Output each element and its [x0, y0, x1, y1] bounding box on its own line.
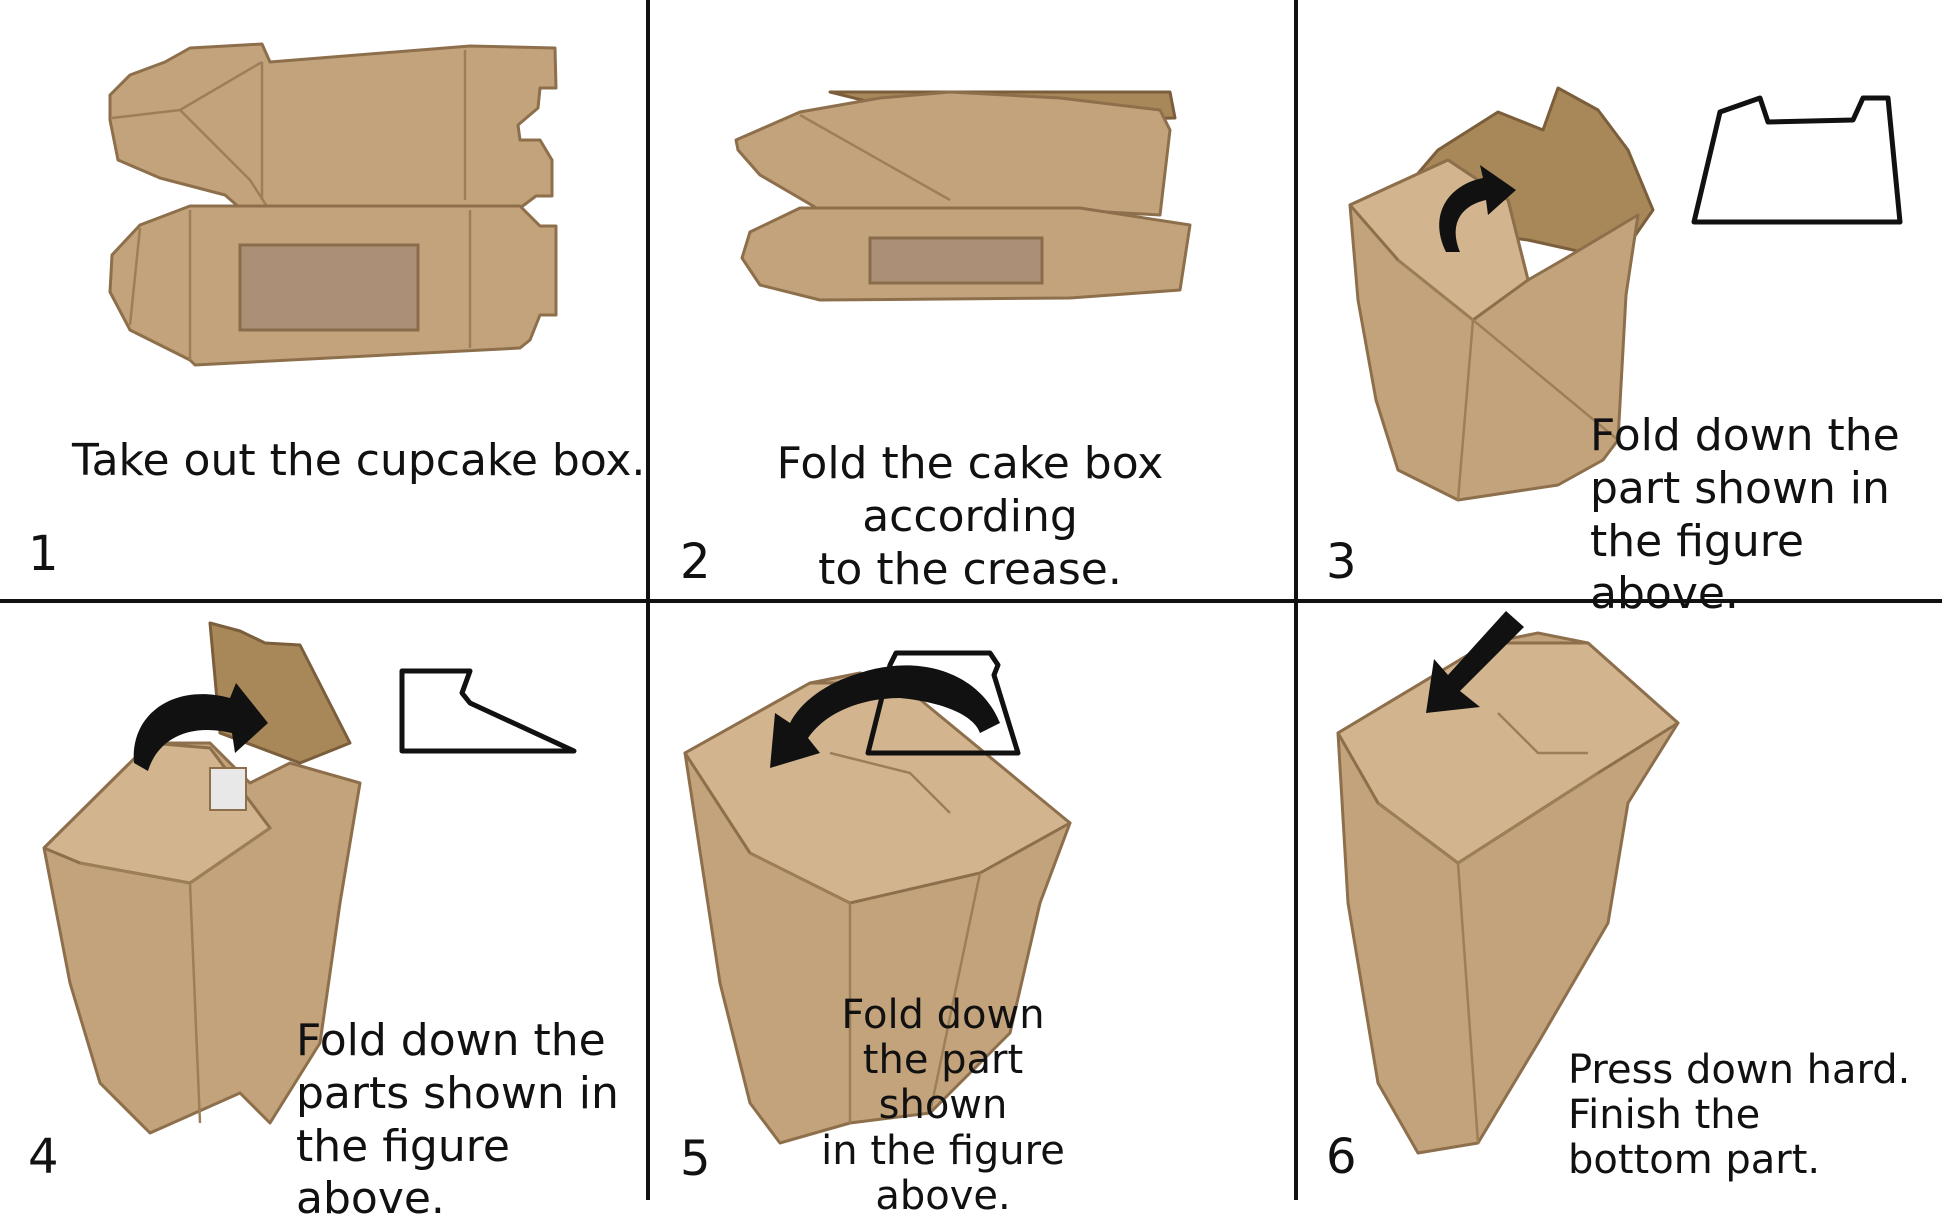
instruction-grid	[0, 0, 1942, 1200]
flat-box-illustration	[108, 42, 558, 367]
box-step-3-illustration	[1348, 86, 1655, 502]
step-number-1: 1	[28, 526, 59, 582]
step-panel-4: Fold down the parts shown in the figure …	[0, 603, 646, 1224]
step-caption-3: Fold down the part shown in the figure a…	[1590, 410, 1900, 620]
step-caption-1: Take out the cupcake box.	[72, 435, 646, 486]
step-panel-1: Take out the cupcake box. 1	[0, 0, 646, 599]
step-panel-5: Fold down the part shown in the figure a…	[650, 603, 1294, 1218]
step-caption-2: Fold the cake box according to the creas…	[776, 438, 1164, 595]
step-number-6: 6	[1326, 1129, 1357, 1185]
step-number-5: 5	[680, 1131, 711, 1187]
box-step-5-illustration	[683, 665, 1072, 1145]
fold-shape-outline-4	[399, 668, 577, 754]
step-caption-6: Press down hard. Finish the bottom part.	[1568, 1047, 1911, 1184]
step-panel-3: Fold down the part shown in the figure a…	[1298, 0, 1942, 619]
fold-shape-outline-3	[1691, 95, 1903, 225]
box-step-6-illustration	[1336, 611, 1680, 1155]
box-step-4-illustration	[42, 621, 362, 1135]
fold-shape-outline-5	[865, 650, 1021, 756]
step-caption-4: Fold down the parts shown in the figure …	[296, 1015, 619, 1225]
step-number-4: 4	[28, 1129, 59, 1185]
step-number-2: 2	[680, 534, 711, 590]
step-number-3: 3	[1326, 534, 1357, 590]
step-panel-6: Press down hard. Finish the bottom part.…	[1298, 603, 1942, 1200]
folded-flat-box-illustration	[734, 90, 1192, 302]
step-caption-5: Fold down the part shown in the figure a…	[821, 992, 1065, 1219]
step-panel-2: Fold the cake box according to the creas…	[650, 0, 1294, 599]
divider-horizontal	[0, 599, 1942, 603]
